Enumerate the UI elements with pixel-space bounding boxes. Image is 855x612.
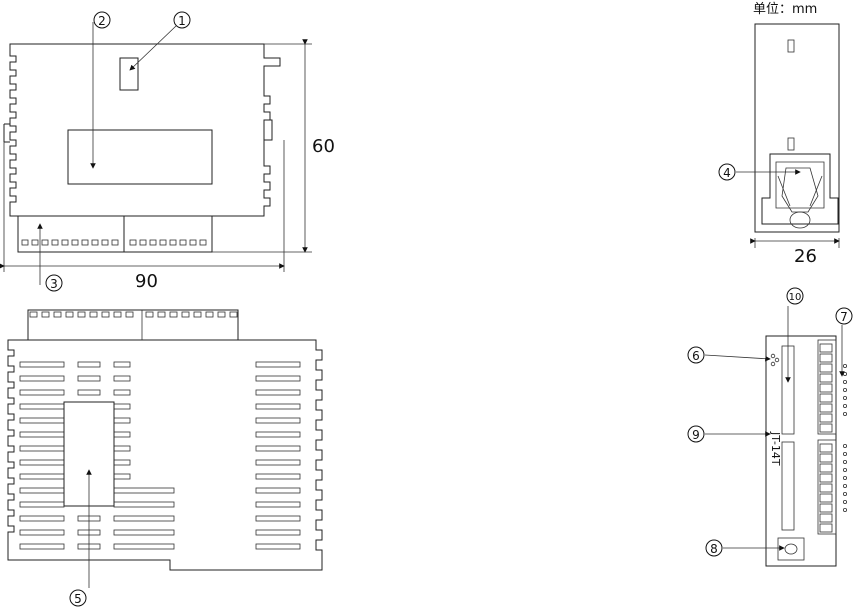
dimension-height-label: 60 [312, 136, 335, 157]
dimension-width-label: 90 [135, 271, 158, 292]
callout-9: 9 [692, 428, 700, 442]
bottom-terminal-row [21, 239, 207, 246]
din-clip [761, 153, 839, 225]
callout-8: 8 [710, 542, 718, 556]
terminal-block-upper [819, 343, 833, 433]
vent-slots [19, 361, 301, 550]
callout-3: 3 [50, 277, 58, 291]
terminal-block-lower [819, 443, 833, 533]
back-view-outline [7, 339, 323, 571]
side-clip [263, 119, 273, 141]
display-window [67, 129, 213, 185]
callout-7: 7 [840, 310, 848, 324]
callout-5: 5 [74, 592, 82, 606]
callout-1: 1 [178, 14, 186, 28]
callout-4: 4 [723, 166, 731, 180]
top-view: JT-14T 10 7 6 9 8 [687, 287, 853, 567]
dimension-side-width-label: 26 [794, 246, 817, 267]
callout-2: 2 [98, 14, 106, 28]
connector-port [119, 57, 139, 91]
front-view-outline [9, 43, 281, 253]
top-terminal-row [29, 311, 238, 318]
model-label: JT-14T [769, 431, 782, 466]
back-view: 5 [7, 309, 323, 607]
callout-6: 6 [692, 349, 700, 363]
callout-10: 10 [789, 292, 802, 303]
units-label: 单位：mm [753, 2, 817, 17]
side-view: 单位：mm 26 4 [718, 2, 840, 267]
front-view: 60 90 1 2 3 [0, 11, 335, 292]
